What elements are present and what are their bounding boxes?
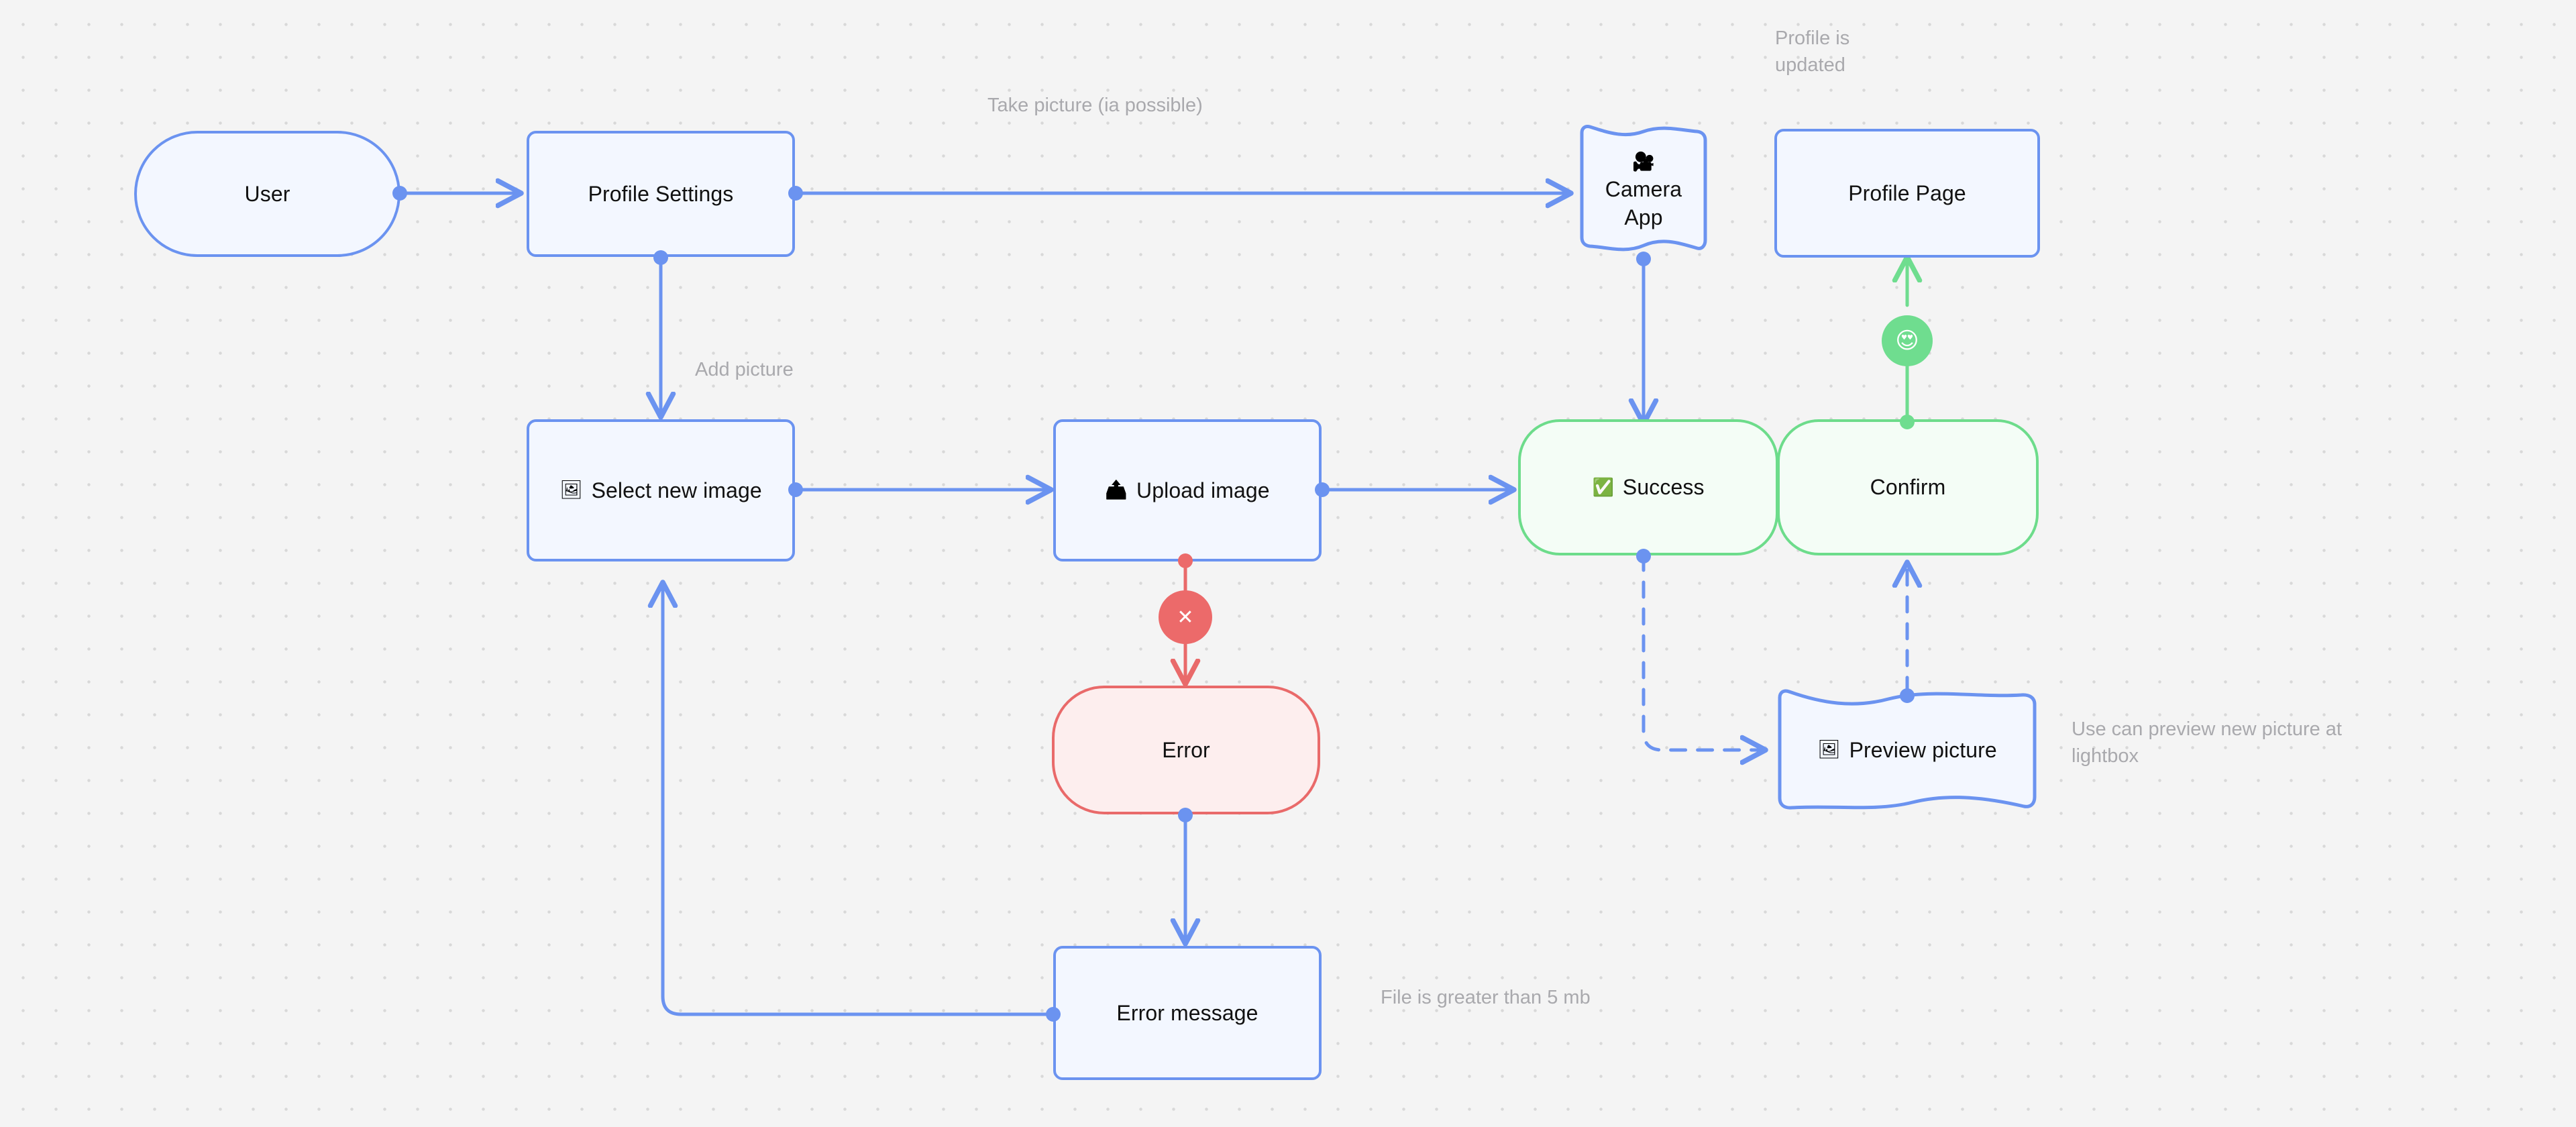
node-user-label: User [244,181,290,206]
camera-app-shape [1580,125,1707,252]
node-camera-app[interactable]: 🎥 Camera App [1576,122,1711,258]
node-confirm[interactable]: Confirm [1777,419,2039,555]
node-user[interactable]: User [134,131,400,257]
handle-error-bottom[interactable] [1178,808,1193,822]
picture-icon: 🖼 [1817,739,1841,760]
picture-icon: 🖼 [559,480,583,500]
handle-upload-image-bottom[interactable] [1178,553,1193,568]
node-error[interactable]: Error [1052,686,1320,814]
edge-error-message-to-select-image [663,584,1052,1016]
node-profile-settings[interactable]: Profile Settings [527,131,795,257]
handle-profile-settings-right[interactable] [788,186,803,201]
handle-upload-image-right[interactable] [1315,482,1330,497]
handle-preview-picture-top[interactable] [1900,688,1915,703]
note-profile-updated: Profile is updated [1775,28,1850,76]
handle-user-right[interactable] [392,186,407,201]
video-camera-icon: 🎥 [1632,151,1655,172]
node-profile-page[interactable]: Profile Page [1774,129,2040,258]
handle-error-message-left[interactable] [1046,1007,1061,1022]
handle-confirm-top[interactable] [1900,415,1915,429]
node-preview-picture[interactable]: 🖼 Preview picture [1774,686,2040,814]
handle-camera-app-bottom[interactable] [1636,252,1651,266]
close-x-icon: ✕ [1177,606,1194,629]
node-preview-picture-label: Preview picture [1849,737,1997,762]
note-lightbox: Use can preview new picture at lightbox [2072,718,2342,767]
node-upload-image[interactable]: 📤 Upload image [1053,419,1322,561]
note-take-picture: Take picture (ia possible) [987,95,1203,116]
node-success-label: Success [1622,475,1705,500]
badge-upload-error[interactable]: ✕ [1159,590,1212,644]
badge-confirm-love[interactable]: 😍 [1882,315,1933,366]
node-camera-app-label: Camera App [1605,176,1682,229]
edge-success-to-preview [1642,553,1764,750]
node-confirm-label: Confirm [1870,475,1946,500]
node-error-label: Error [1162,737,1210,762]
node-error-message-label: Error message [1116,1000,1258,1025]
node-select-new-image[interactable]: 🖼 Select new image [527,419,795,561]
handle-select-new-image-right[interactable] [788,482,803,497]
node-select-new-image-label: Select new image [591,478,762,502]
node-error-message[interactable]: Error message [1053,946,1322,1080]
node-upload-image-label: Upload image [1136,478,1270,502]
handle-profile-settings-bottom[interactable] [653,250,668,265]
note-file-size: File is greater than 5 mb [1381,987,1591,1008]
handle-success-bottom[interactable] [1636,549,1651,564]
note-add-picture: Add picture [695,359,794,380]
node-profile-settings-label: Profile Settings [588,181,734,206]
file-upload-icon: 📤 [1105,480,1128,500]
heart-eyes-emoji: 😍 [1895,328,1919,354]
check-circle-icon: ✅ [1592,477,1614,498]
node-profile-page-label: Profile Page [1848,180,1966,205]
node-success[interactable]: ✅ Success [1518,419,1778,555]
preview-picture-shape [1778,689,2037,810]
